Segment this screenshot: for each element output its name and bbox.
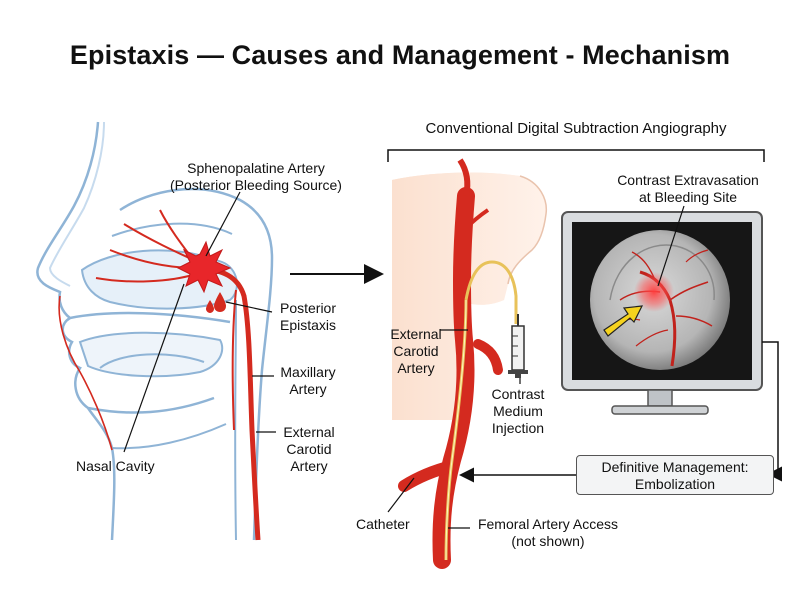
sphenopalatine-label-line1: Sphenopalatine Artery	[187, 160, 325, 176]
femoral-line1: Femoral Artery Access	[477, 516, 619, 532]
contrast-line2: Medium	[493, 403, 543, 419]
femoral-line2: (not shown)	[511, 533, 585, 549]
extravasation-line1: Contrast Extravasation	[617, 172, 759, 188]
management-box: Definitive Management: Embolization	[576, 455, 774, 495]
external-right-line3: Artery	[397, 360, 435, 376]
external-left-line3: Artery	[290, 458, 328, 474]
sphenopalatine-label: Sphenopalatine Artery (Posterior Bleedin…	[164, 160, 348, 194]
external-right-line2: Carotid	[393, 343, 439, 359]
maxillary-label-line2: Artery	[289, 381, 327, 397]
posterior-label-line1: Posterior	[279, 300, 337, 316]
dsa-header: Conventional Digital Subtraction Angiogr…	[425, 120, 727, 137]
external-carotid-right-label: External Carotid Artery	[388, 326, 444, 377]
catheter-leader	[387, 477, 415, 513]
extravasation-glow	[634, 272, 674, 312]
highlight-arrow-icon	[603, 305, 644, 337]
sagittal-head-illustration	[36, 121, 274, 541]
external-right-line1: External	[390, 326, 442, 342]
extravasation-line2: at Bleeding Site	[638, 189, 738, 205]
catheter-label: Catheter	[356, 516, 410, 532]
contrast-line3: Injection	[491, 420, 545, 436]
contrast-line1: Contrast	[491, 386, 545, 402]
maxillary-artery-label: Maxillary Artery	[274, 364, 342, 398]
sphenopalatine-label-line2: (Posterior Bleeding Source)	[170, 177, 342, 193]
contrast-injection-label: Contrast Medium Injection	[484, 386, 552, 437]
face-profile	[36, 121, 116, 541]
external-carotid-artery	[432, 187, 475, 569]
management-line2: Embolization	[634, 476, 716, 492]
carotid-branch	[473, 339, 503, 375]
sphenopalatine-leader	[205, 191, 241, 257]
maxillary-artery	[199, 265, 261, 541]
nasal-cavity-leader	[123, 283, 185, 453]
external-left-line1: External	[283, 424, 335, 440]
extravasation-label: Contrast Extravasation at Bleeding Site	[606, 172, 770, 206]
nasal-cavity-label: Nasal Cavity	[76, 458, 155, 474]
page-title: Epistaxis — Causes and Management - Mech…	[69, 40, 731, 70]
right-leader-lines	[387, 205, 685, 529]
monitor-stand	[647, 389, 673, 407]
tongue	[99, 353, 205, 369]
femoral-access-label: Femoral Artery Access (not shown)	[470, 516, 626, 550]
carotid-artery-illustration	[398, 158, 518, 569]
nasal-artery-branch-3	[95, 273, 197, 283]
posterior-epistaxis-label: Posterior Epistaxis	[270, 300, 346, 334]
syringe-icon	[508, 314, 528, 378]
angiography-monitor	[561, 211, 763, 415]
posterior-label-line2: Epistaxis	[279, 317, 337, 333]
maxillary-label-line1: Maxillary	[280, 364, 336, 380]
external-carotid-left-label: External Carotid Artery	[276, 424, 342, 475]
left-leader-lines	[123, 191, 276, 453]
palate	[69, 311, 231, 324]
external-left-line2: Carotid	[286, 441, 332, 457]
pharynx	[234, 299, 237, 541]
extravasation-leader	[657, 205, 685, 287]
posterior-leader	[225, 301, 273, 313]
management-line1: Definitive Management:	[601, 459, 749, 475]
blood-drop	[214, 292, 226, 312]
skull-outline	[119, 187, 274, 541]
monitor-to-management-connector	[762, 341, 782, 482]
bleeding-site-burst	[176, 240, 232, 294]
femoral-branch	[398, 460, 458, 492]
jaw	[87, 396, 215, 414]
header-bracket	[387, 149, 765, 162]
facial-artery-outline	[58, 295, 113, 451]
